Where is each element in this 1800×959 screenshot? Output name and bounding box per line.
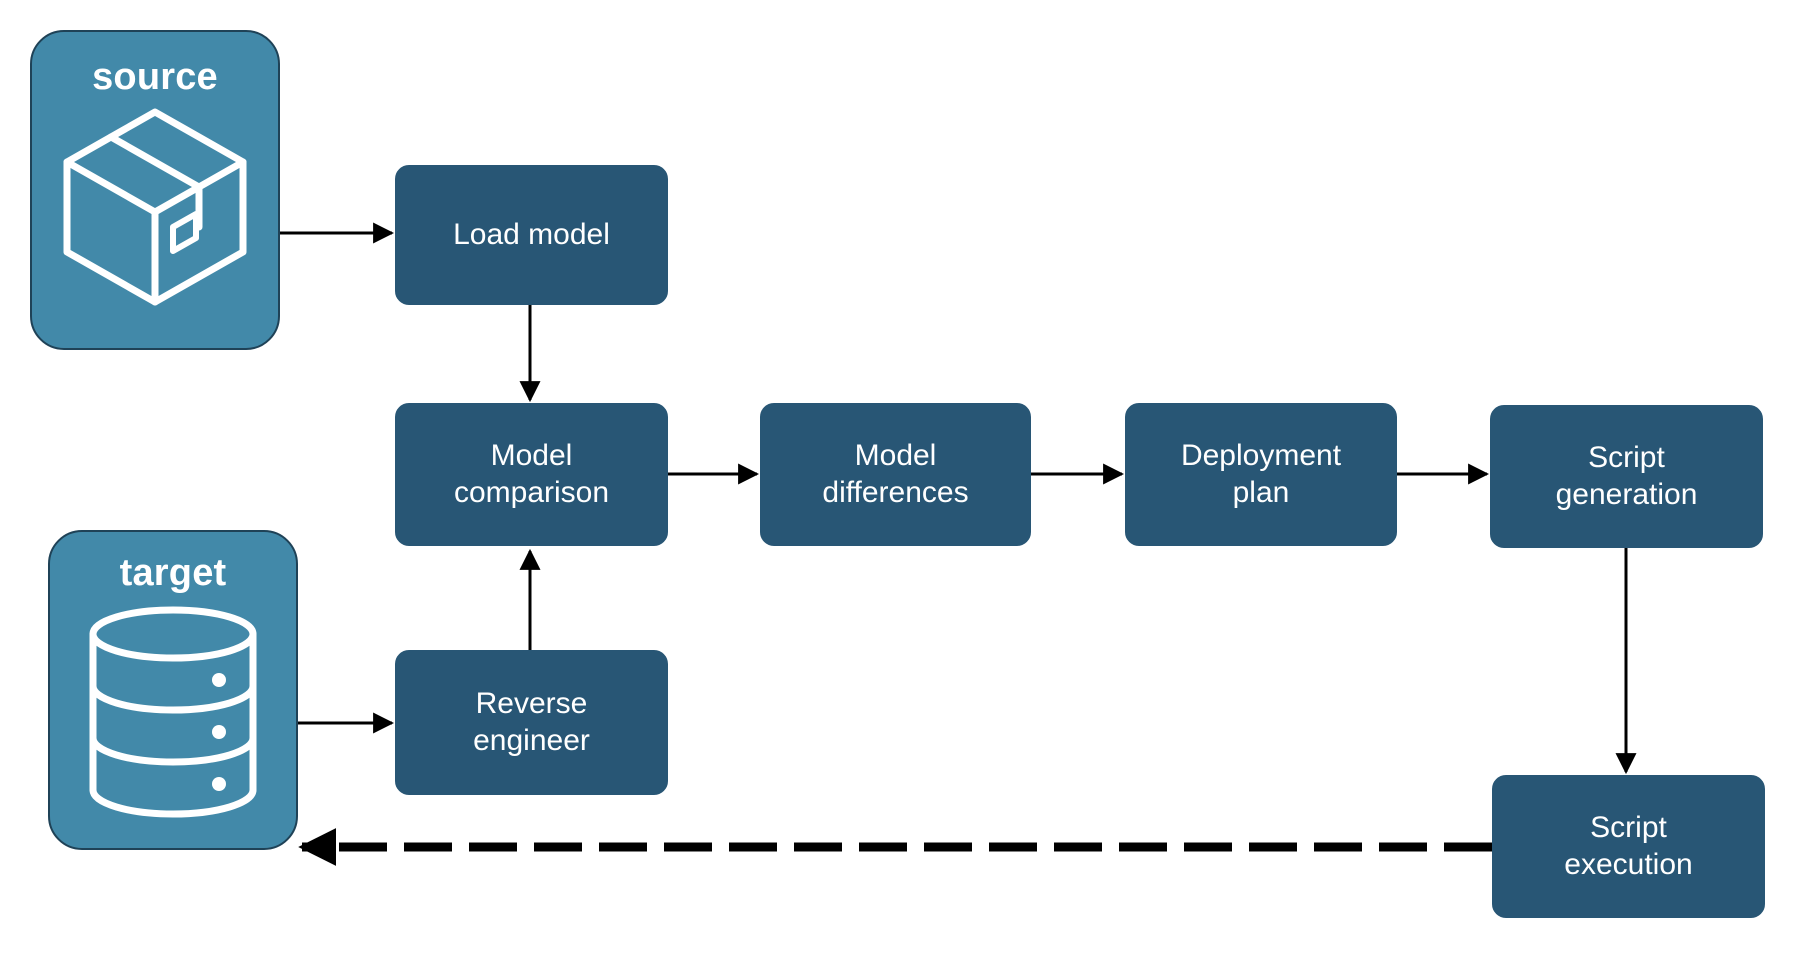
node-reverse-engineer[interactable]: Reverse engineer	[395, 650, 668, 795]
node-script-execution-label: Script execution	[1564, 810, 1693, 881]
node-reverse-engineer-label: Reverse engineer	[473, 686, 590, 757]
endpoint-source-label: source	[92, 56, 218, 98]
endpoint-source[interactable]: source	[30, 30, 280, 350]
node-deployment-plan[interactable]: Deployment plan	[1125, 403, 1397, 546]
database-cylinder-icon	[89, 606, 257, 818]
node-load-model[interactable]: Load model	[395, 165, 668, 305]
node-script-generation[interactable]: Script generation	[1490, 405, 1763, 548]
node-model-comparison-label: Model comparison	[453, 438, 610, 509]
endpoint-target-label: target	[119, 552, 227, 594]
node-model-differences-label: Model differences	[822, 438, 969, 509]
node-load-model-label: Load model	[453, 217, 610, 251]
node-script-generation-label: Script generation	[1555, 440, 1698, 511]
node-model-comparison[interactable]: Model comparison	[395, 403, 668, 546]
package-box-icon	[63, 108, 247, 306]
node-script-execution[interactable]: Script execution	[1492, 775, 1765, 918]
node-deployment-plan-label: Deployment plan	[1180, 438, 1342, 509]
node-model-differences[interactable]: Model differences	[760, 403, 1031, 546]
endpoint-target[interactable]: target	[48, 530, 298, 850]
